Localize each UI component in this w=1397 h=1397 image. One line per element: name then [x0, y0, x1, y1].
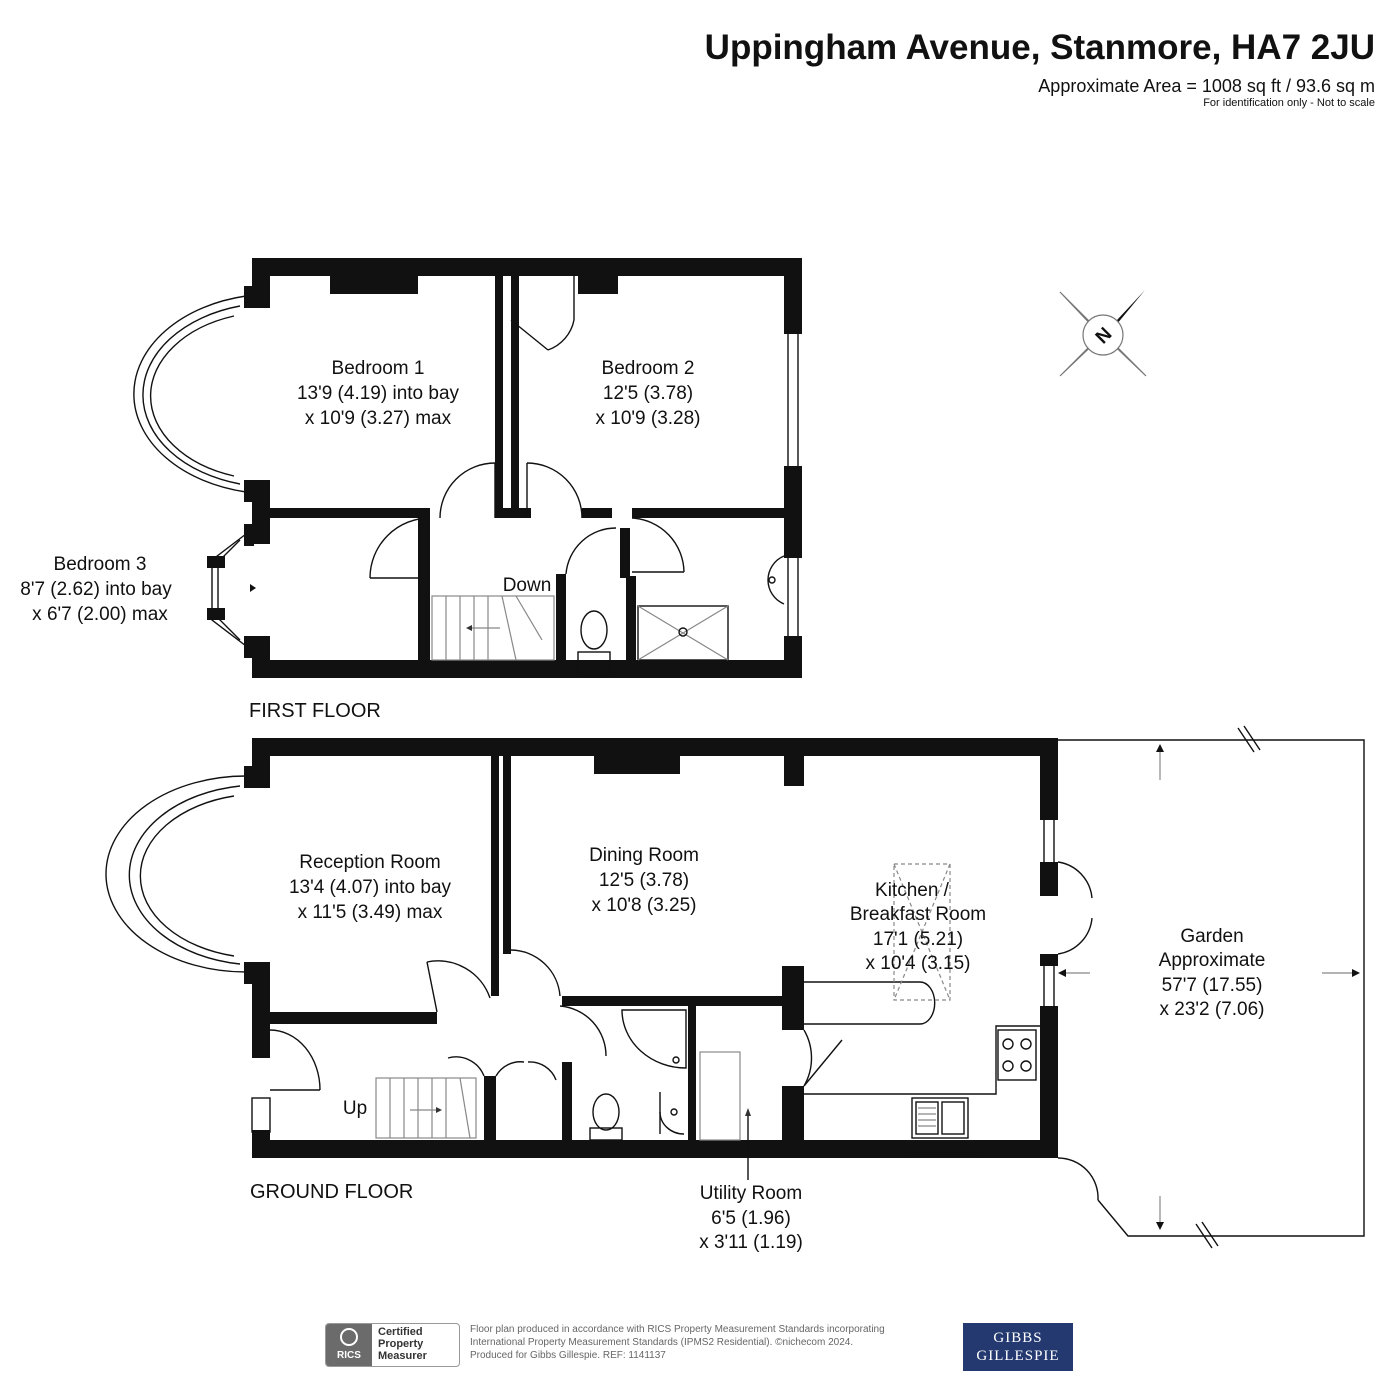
rics-emblem-icon: [340, 1328, 358, 1346]
bedroom-3-label: Bedroom 3 8'7 (2.62) into bay x 6'7 (2.0…: [20, 554, 172, 625]
svg-text:x 10'4 (3.15): x 10'4 (3.15): [865, 953, 970, 974]
first-floor-plan: [133, 258, 802, 678]
first-floor-label: FIRST FLOOR: [249, 700, 381, 722]
svg-text:12'5 (3.78): 12'5 (3.78): [603, 383, 693, 404]
svg-text:x 10'8 (3.25): x 10'8 (3.25): [591, 895, 696, 916]
svg-text:17'1 (5.21): 17'1 (5.21): [873, 929, 963, 950]
svg-text:x 11'5 (3.49) max: x 11'5 (3.49) max: [298, 902, 443, 923]
svg-text:Approximate: Approximate: [1159, 950, 1266, 971]
svg-text:Kitchen /: Kitchen /: [875, 880, 950, 901]
svg-text:x 10'9 (3.28): x 10'9 (3.28): [595, 408, 700, 429]
svg-text:Breakfast Room: Breakfast Room: [850, 904, 986, 925]
compass-icon: N: [1059, 290, 1147, 377]
garden-label: Garden Approximate 57'7 (17.55) x 23'2 (…: [1159, 926, 1266, 1020]
dining-room-label: Dining Room 12'5 (3.78) x 10'8 (3.25): [589, 845, 699, 916]
utility-room-label: Utility Room 6'5 (1.96) x 3'11 (1.19): [699, 1183, 803, 1253]
reception-room-label: Reception Room 13'4 (4.07) into bay x 11…: [289, 852, 452, 923]
svg-text:13'4 (4.07) into bay: 13'4 (4.07) into bay: [289, 877, 452, 898]
svg-text:Bedroom 2: Bedroom 2: [602, 358, 695, 379]
svg-text:x 6'7 (2.00) max: x 6'7 (2.00) max: [32, 604, 168, 625]
svg-text:57'7 (17.55): 57'7 (17.55): [1162, 975, 1263, 996]
kitchen-label: Kitchen / Breakfast Room 17'1 (5.21) x 1…: [850, 880, 986, 974]
ground-floor-label: GROUND FLOOR: [250, 1181, 413, 1203]
svg-text:Utility Room: Utility Room: [700, 1183, 802, 1204]
svg-text:13'9 (4.19) into bay: 13'9 (4.19) into bay: [297, 383, 460, 404]
approximate-area: Approximate Area = 1008 sq ft / 93.6 sq …: [1038, 76, 1375, 96]
stairs-up-label: Up: [343, 1098, 367, 1119]
rics-certified-text: Certified Property Measurer: [378, 1326, 427, 1362]
ground-floor-plan: [105, 725, 1365, 1249]
svg-text:6'5 (1.96): 6'5 (1.96): [711, 1208, 791, 1229]
bedroom-2-label: Bedroom 2 12'5 (3.78) x 10'9 (3.28): [595, 358, 700, 429]
stairs-down-label: Down: [503, 575, 552, 596]
rics-mark: RICS: [337, 1350, 361, 1361]
gibbs-gillespie-logo: GIBBS GILLESPIE: [963, 1323, 1073, 1371]
svg-text:x 23'2 (7.06): x 23'2 (7.06): [1159, 999, 1264, 1020]
svg-text:8'7 (2.62) into bay: 8'7 (2.62) into bay: [20, 579, 172, 600]
svg-text:Garden: Garden: [1180, 926, 1243, 947]
rics-badge: [325, 1323, 460, 1367]
svg-text:12'5 (3.78): 12'5 (3.78): [599, 870, 689, 891]
svg-text:x 10'9 (3.27) max: x 10'9 (3.27) max: [305, 408, 452, 429]
svg-text:Bedroom 1: Bedroom 1: [332, 358, 425, 379]
page-title: Uppingham Avenue, Stanmore, HA7 2JU: [704, 28, 1375, 67]
svg-text:Reception Room: Reception Room: [299, 852, 441, 873]
bedroom-1-label: Bedroom 1 13'9 (4.19) into bay x 10'9 (3…: [297, 358, 460, 429]
scale-note: For identification only - Not to scale: [1203, 97, 1375, 109]
svg-text:Bedroom 3: Bedroom 3: [54, 554, 147, 575]
svg-text:x 3'11 (1.19): x 3'11 (1.19): [699, 1232, 803, 1253]
footer-disclaimer: Floor plan produced in accordance with R…: [470, 1324, 885, 1361]
svg-text:Dining Room: Dining Room: [589, 845, 699, 866]
